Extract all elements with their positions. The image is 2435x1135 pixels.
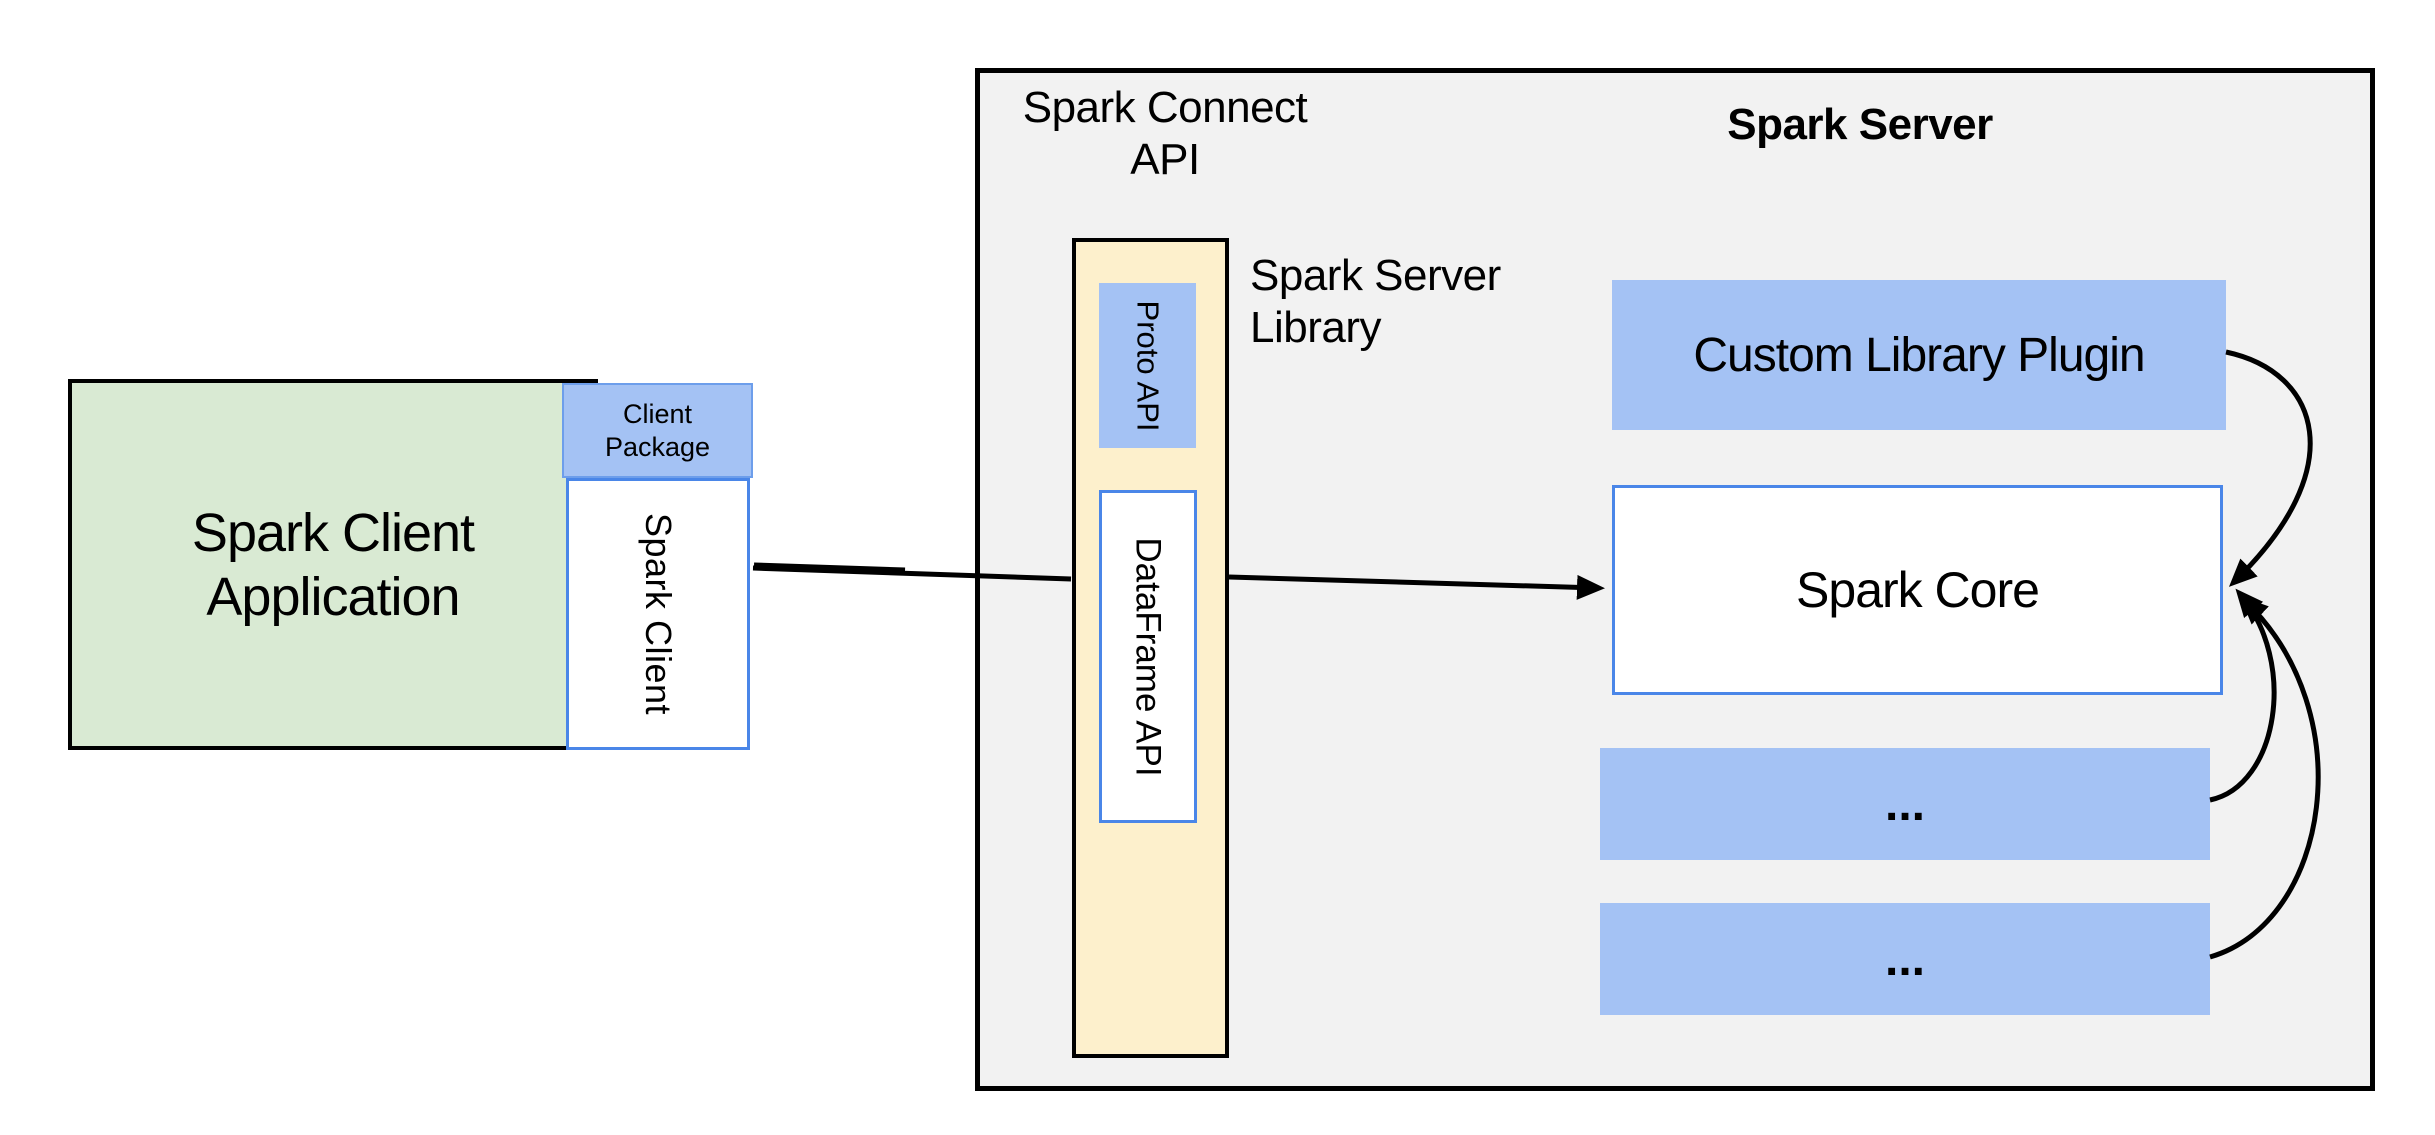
spark-client-label-wrap: Spark Client: [569, 481, 747, 747]
spark-server-library-label-line2: Library: [1250, 303, 1382, 352]
proto-api-label: Proto API: [1130, 300, 1166, 431]
dataframe-api-label-wrap: DataFrame API: [1102, 493, 1194, 820]
client-package-box: Client Package: [562, 383, 753, 478]
spark-client-application-box: Spark Client Application: [68, 379, 598, 750]
spark-client-label: Spark Client: [638, 512, 679, 716]
proto-api-box: Proto API: [1099, 283, 1196, 448]
spark-client-application-label: Spark Client Application: [191, 502, 475, 627]
spark-server-library-label-line1: Spark Server: [1250, 251, 1501, 300]
plugin-ellipsis-box-1: ...: [1600, 748, 2210, 860]
client-package-label: Client Package: [604, 398, 711, 462]
proto-api-label-wrap: Proto API: [1099, 283, 1196, 448]
custom-library-plugin-label: Custom Library Plugin: [1693, 328, 2145, 382]
spark-core-box: Spark Core: [1612, 485, 2223, 695]
spark-connect-api-label-line2: API: [1130, 135, 1200, 184]
plugin-ellipsis-label-1: ...: [1884, 777, 1925, 831]
spark-server-library-label: Spark Server Library: [1250, 250, 1650, 354]
plugin-ellipsis-label-2: ...: [1884, 932, 1925, 986]
client-to-connect-line-stub: [753, 562, 906, 575]
spark-connect-api-label: Spark Connect API: [985, 82, 1345, 186]
spark-server-title: Spark Server: [1727, 100, 1993, 149]
plugin-ellipsis-box-2: ...: [1600, 903, 2210, 1015]
dataframe-api-box: DataFrame API: [1099, 490, 1197, 823]
custom-library-plugin-box: Custom Library Plugin: [1612, 280, 2226, 430]
spark-connect-api-label-line1: Spark Connect: [1022, 83, 1308, 132]
dataframe-api-label: DataFrame API: [1129, 536, 1169, 777]
spark-core-label: Spark Core: [1796, 562, 2040, 618]
spark-client-box: Spark Client: [566, 478, 750, 750]
